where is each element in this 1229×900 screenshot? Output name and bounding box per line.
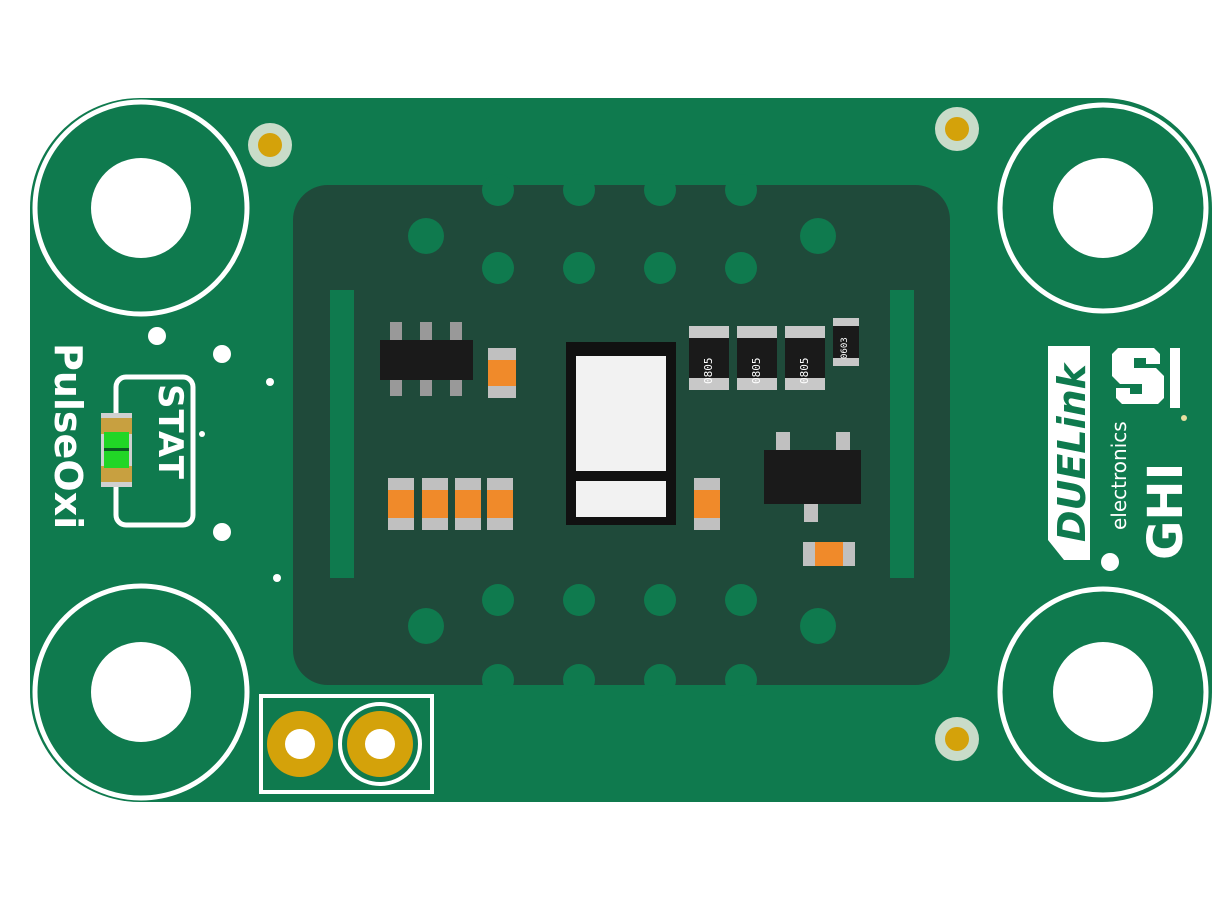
status-led [101, 413, 132, 487]
via-dot [199, 431, 205, 437]
capacitor-c1 [488, 348, 516, 398]
via-dot [273, 574, 281, 582]
duelink-label: DUELink [1050, 364, 1094, 542]
ghi-logo-icon [1112, 348, 1180, 408]
mounting-hole-bottom-left [32, 583, 250, 801]
gold-via-top-left [248, 123, 292, 167]
gold-via-bottom-right [935, 717, 979, 761]
mounting-hole-top-left [32, 99, 250, 317]
via-dot [1181, 415, 1187, 421]
capacitor-row [388, 478, 513, 530]
large-component [566, 342, 676, 525]
capacitor-c2 [694, 478, 720, 530]
stat-label: STAT [150, 384, 190, 480]
sensor-strip-left [330, 290, 354, 578]
resistor-label: 0805 [750, 357, 763, 385]
fiducial-dot [1101, 553, 1119, 571]
sensor-strip-right [890, 290, 914, 578]
gold-via-top-right [935, 107, 979, 151]
fiducial-dot [213, 523, 231, 541]
mounting-hole-top-right [997, 102, 1209, 314]
pin-header [259, 694, 434, 794]
transistor-sot23 [764, 432, 861, 522]
ghi-brand-label: GHI [1138, 462, 1194, 560]
ghi-brand-sub-label: electronics [1107, 421, 1131, 530]
resistor-row [689, 318, 859, 390]
board-name-label: PulseOxi [46, 343, 90, 530]
ic-sot23-6 [380, 322, 473, 396]
mounting-hole-bottom-right [997, 586, 1209, 798]
via-dot [266, 378, 274, 386]
resistor-label: 0805 [798, 357, 811, 385]
capacitor-c3 [803, 542, 855, 566]
fiducial-dot [213, 345, 231, 363]
fiducial-dot [148, 327, 166, 345]
duelink-badge [1048, 346, 1090, 560]
resistor-label: 0805 [702, 357, 715, 385]
sensor-dots [408, 174, 836, 696]
resistor-label: 0603 [840, 337, 850, 359]
